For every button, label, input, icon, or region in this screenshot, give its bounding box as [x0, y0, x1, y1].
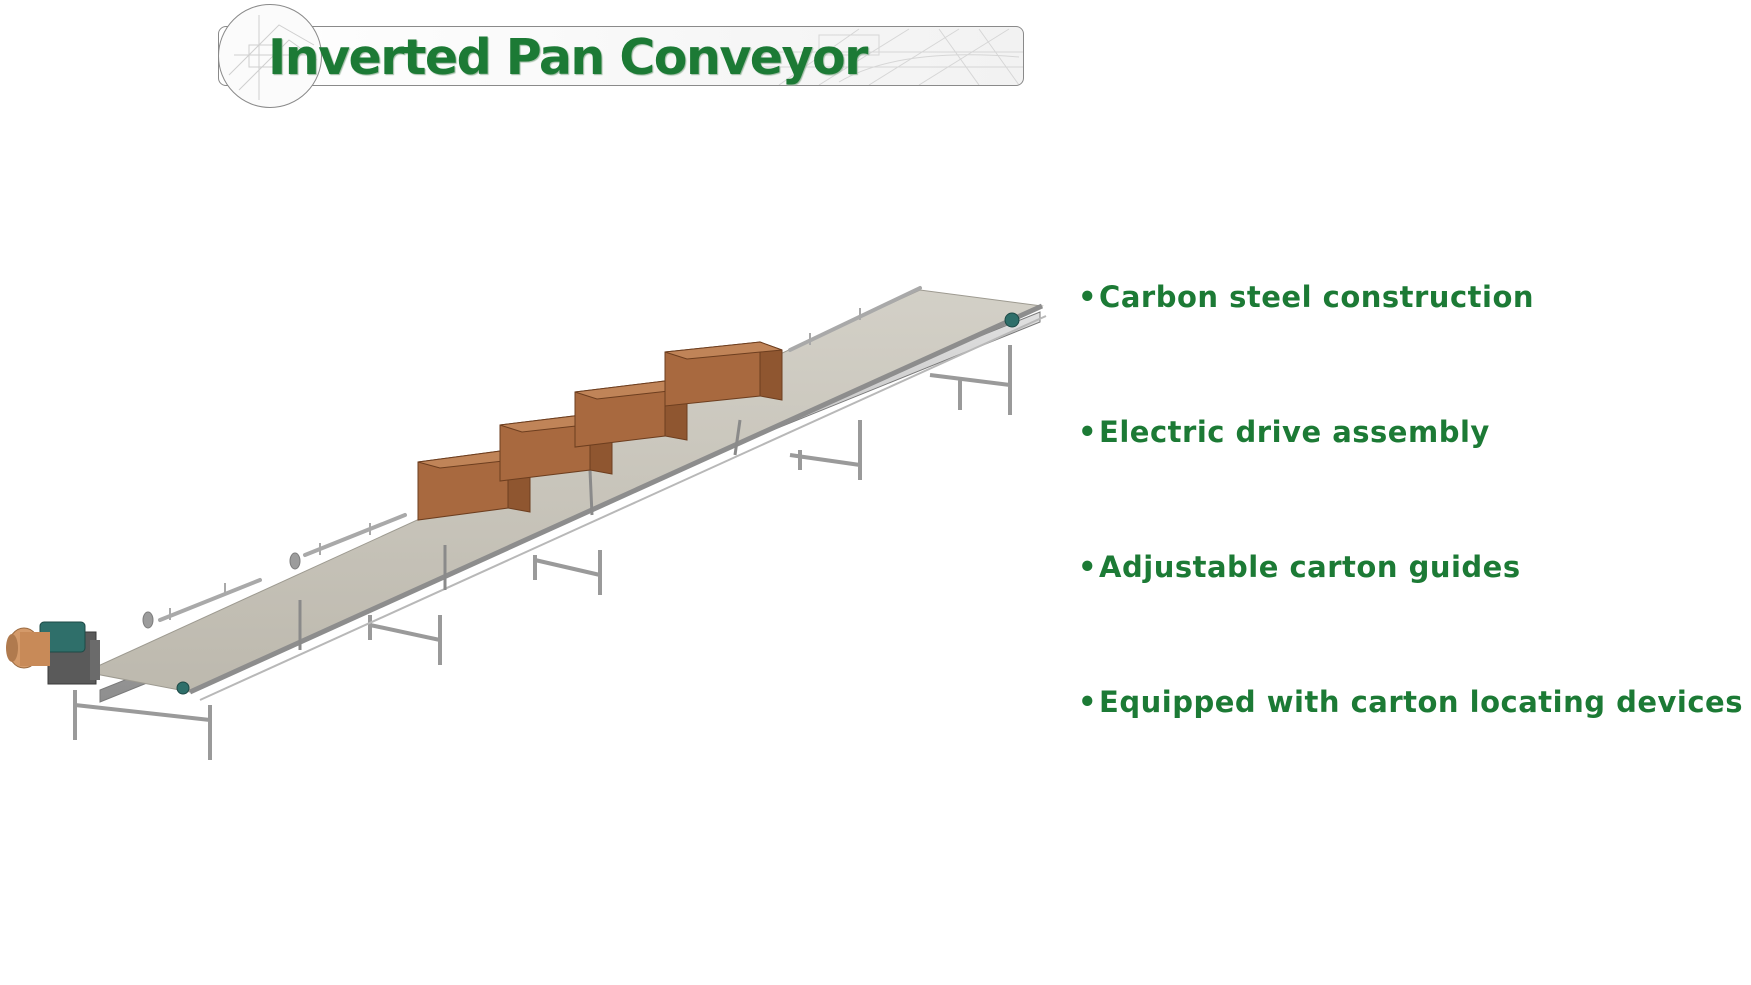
bullet-icon: •	[1078, 685, 1098, 719]
bullet-icon: •	[1078, 415, 1098, 449]
feature-item: • Adjustable carton guides	[1078, 550, 1743, 685]
feature-text: Electric drive assembly	[1099, 415, 1490, 449]
near-rail	[188, 303, 1044, 695]
cartons	[417, 341, 783, 521]
feature-text: Equipped with carton locating devices	[1099, 685, 1743, 719]
electric-drive-assembly	[6, 621, 100, 685]
feature-text: Adjustable carton guides	[1099, 550, 1521, 584]
feature-list: • Carbon steel construction • Electric d…	[1078, 280, 1743, 820]
banner-blueprint-sketch	[759, 28, 1023, 85]
tail-pulley	[176, 312, 1020, 695]
bullet-icon: •	[1078, 550, 1098, 584]
conveyor-illustration	[6, 286, 1047, 760]
carton-3	[574, 380, 688, 448]
feature-item: • Electric drive assembly	[1078, 415, 1743, 550]
bullet-icon: •	[1078, 280, 1098, 314]
carton-1	[417, 449, 531, 521]
feature-item: • Carbon steel construction	[1078, 280, 1743, 415]
title-emblem-circle	[218, 4, 322, 108]
carton-4	[664, 341, 783, 407]
support-legs	[73, 345, 1012, 760]
feature-item: • Equipped with carton locating devices	[1078, 685, 1743, 820]
carton-guide-rails	[158, 286, 922, 622]
feature-text: Carbon steel construction	[1099, 280, 1535, 314]
carton-locating-devices	[142, 419, 742, 650]
title-banner	[218, 26, 1024, 86]
conveyor-belt	[83, 289, 1044, 693]
slide-title: Inverted Pan Conveyor	[268, 29, 868, 86]
emblem-sketch	[228, 15, 318, 100]
